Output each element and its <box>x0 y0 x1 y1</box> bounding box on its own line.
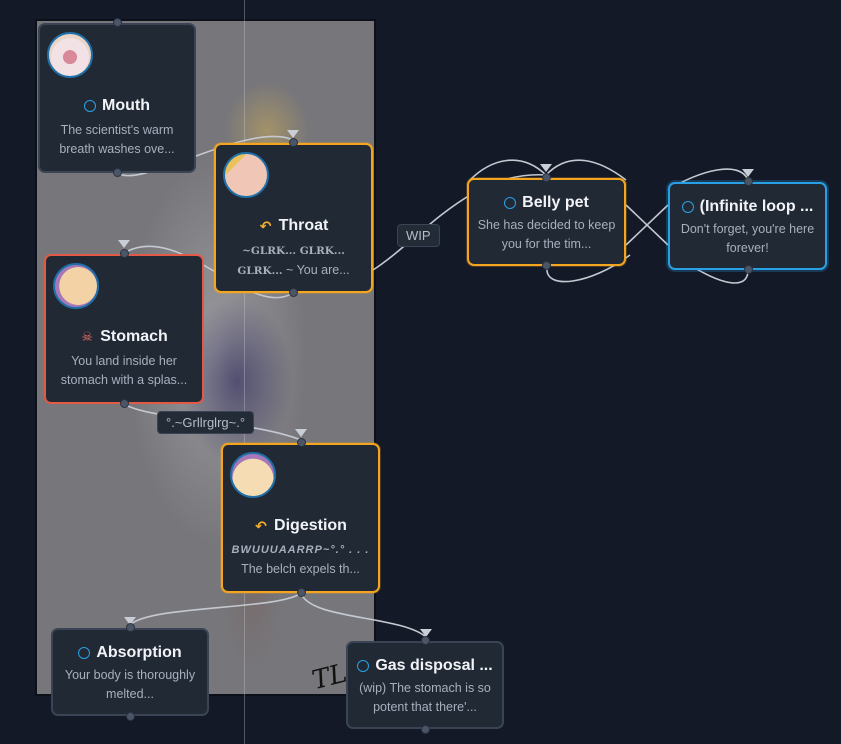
digestion-avatar <box>230 452 276 498</box>
node-belly-pet[interactable]: Belly pet She has decided to keep you fo… <box>467 178 626 266</box>
node-mouth[interactable]: Mouth The scientist's warm breath washes… <box>38 23 196 173</box>
stomach-title-text: Stomach <box>100 328 168 345</box>
edge-bellypet-top-right[interactable] <box>545 159 627 181</box>
digestion-description-rest: The belch expels th... <box>241 562 360 576</box>
arrow-loop-in <box>742 169 754 177</box>
mouth-title-text: Mouth <box>102 97 150 114</box>
throat-description-rest: ~ You are... <box>282 263 350 277</box>
belly-pet-title-text: Belly pet <box>522 194 589 211</box>
circle-icon <box>78 647 91 659</box>
absorption-output-handle[interactable] <box>126 712 135 721</box>
absorption-title-text: Absorption <box>96 644 182 661</box>
throat-avatar <box>223 152 269 198</box>
edge-throat-stomach[interactable] <box>123 245 294 299</box>
arrow-absorption-in <box>124 617 136 625</box>
loop-arrow-icon: ↶ <box>255 518 267 534</box>
mouth-input-handle[interactable] <box>113 18 122 27</box>
gas-disposal-output-handle[interactable] <box>421 725 430 734</box>
digestion-title: ↶ Digestion <box>223 517 378 535</box>
edge-bellypet-loop-b[interactable] <box>625 204 669 246</box>
throat-title: ↶ Throat <box>216 217 371 235</box>
edge-bellypet-self-top[interactable] <box>469 159 547 181</box>
skull-icon: ☠ <box>81 329 94 344</box>
mouth-output-handle[interactable] <box>113 168 122 177</box>
node-throat[interactable]: ↶ Throat ~GLRK... GLRK... GLRK... ~ You … <box>214 143 373 293</box>
absorption-title: Absorption <box>53 644 207 662</box>
absorption-description: Your body is thoroughly melted... <box>64 668 196 701</box>
belly-pet-output-handle[interactable] <box>542 261 551 270</box>
arrow-digestion-in <box>295 429 307 437</box>
digestion-output-handle[interactable] <box>297 588 306 597</box>
throat-input-handle[interactable] <box>289 138 298 147</box>
throat-description-caps: ~GLRK... GLRK... GLRK... <box>237 245 345 277</box>
arrow-bellypet-in <box>540 164 552 172</box>
edge-throat-bellypet[interactable] <box>372 174 547 271</box>
infinite-loop-title-text: (Infinite loop ... <box>699 198 814 215</box>
absorption-input-handle[interactable] <box>126 623 135 632</box>
gas-disposal-input-handle[interactable] <box>421 636 430 645</box>
edge-mouth-throat[interactable] <box>117 135 294 177</box>
digestion-title-text: Digestion <box>274 517 347 534</box>
throat-description: ~GLRK... GLRK... GLRK... ~ You are... <box>216 241 371 281</box>
infinite-loop-description: Don't forget, you're here forever! <box>680 222 815 255</box>
gas-disposal-description: (wip) The stomach is so potent that ther… <box>359 681 491 714</box>
edge-digestion-gas[interactable] <box>300 592 427 638</box>
arrow-stomach-in <box>118 240 130 248</box>
digestion-input-handle[interactable] <box>297 438 306 447</box>
mouth-title: Mouth <box>40 97 194 115</box>
node-stomach[interactable]: ☠ Stomach You land inside her stomach wi… <box>44 254 204 404</box>
edge-label-wip[interactable]: WIP <box>397 224 440 247</box>
mouth-description: The scientist's warm breath washes ove..… <box>59 123 175 156</box>
node-infinite-loop[interactable]: (Infinite loop ... Don't forget, you're … <box>668 182 827 270</box>
gas-disposal-title-text: Gas disposal ... <box>375 657 493 674</box>
belly-pet-title: Belly pet <box>469 194 624 212</box>
belly-pet-input-handle[interactable] <box>542 173 551 182</box>
digestion-description-caps: BWUUUAARRP~°.° . . . <box>231 544 370 556</box>
node-absorption[interactable]: Absorption Your body is thoroughly melte… <box>51 628 209 716</box>
infinite-loop-title: (Infinite loop ... <box>670 198 825 216</box>
circle-icon <box>681 201 694 213</box>
circle-icon <box>84 100 96 112</box>
digestion-description: BWUUUAARRP~°.° . . . The belch expels th… <box>223 541 378 579</box>
circle-icon <box>357 660 370 672</box>
stomach-title: ☠ Stomach <box>46 328 202 346</box>
alignment-guide-line <box>244 0 245 744</box>
infinite-loop-output-handle[interactable] <box>744 265 753 274</box>
throat-output-handle[interactable] <box>289 288 298 297</box>
arrow-gas-in <box>420 629 432 637</box>
node-digestion[interactable]: ↶ Digestion BWUUUAARRP~°.° . . . The bel… <box>221 443 380 593</box>
stomach-input-handle[interactable] <box>120 249 129 258</box>
infinite-loop-input-handle[interactable] <box>744 177 753 186</box>
stomach-description: You land inside her stomach with a splas… <box>60 354 188 387</box>
edge-label-grllrglrg[interactable]: °.~Grllrglrg~.° <box>157 411 255 434</box>
belly-pet-description: She has decided to keep you for the tim.… <box>477 218 616 251</box>
edge-digestion-absorption[interactable] <box>129 592 302 626</box>
stomach-output-handle[interactable] <box>120 399 129 408</box>
mouth-avatar <box>47 32 93 78</box>
circle-icon <box>504 197 517 209</box>
loop-arrow-icon: ↶ <box>259 218 272 234</box>
gas-disposal-title: Gas disposal ... <box>348 657 502 675</box>
stomach-avatar <box>53 263 99 309</box>
node-gas-disposal[interactable]: Gas disposal ... (wip) The stomach is so… <box>346 641 504 729</box>
throat-title-text: Throat <box>278 217 329 234</box>
arrow-throat-in <box>287 130 299 138</box>
